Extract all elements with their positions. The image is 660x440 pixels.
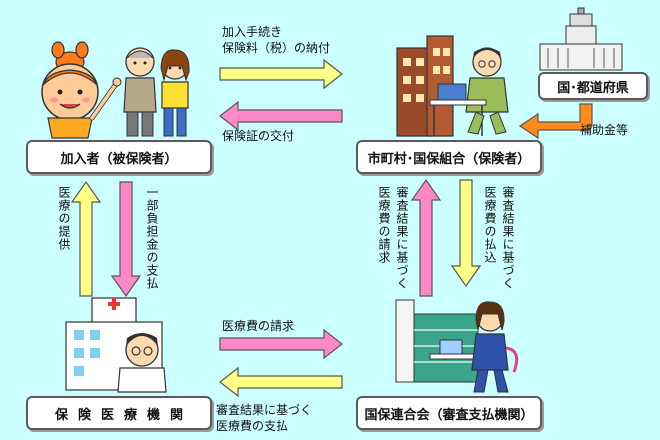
node-federation: 国保連合会（審査支払機関） (356, 396, 542, 430)
federation-illustration (395, 299, 519, 393)
arrow-copayment (110, 181, 142, 298)
arrow-payment-to-federation (450, 179, 482, 288)
arrow-subsidy (518, 103, 593, 140)
label-payment-federation-line2: 医療費の払込 (483, 186, 497, 264)
node-insurer: 市町村･国保組合（保険者） (356, 140, 542, 174)
label-premium-line2: 保険料（税）の納付 (222, 41, 331, 55)
label-claim-insurer-line2: 医療費の請求 (377, 186, 391, 264)
office-illustration (396, 35, 509, 137)
family-illustration (41, 41, 190, 139)
label-medical-care: 医療の提供 (57, 186, 71, 251)
node-government: 国･都道府県 (538, 72, 648, 100)
arrow-certificate-issue (219, 100, 343, 132)
label-certificate: 保険証の交付 (222, 129, 295, 143)
arrow-medical-care (70, 180, 102, 297)
node-medical-institution: 保険医療機関 (26, 396, 212, 430)
label-claim-medical: 医療費の請求 (222, 319, 295, 333)
arrow-claim-to-federation (219, 328, 343, 360)
node-insured: 加入者（被保険者） (26, 140, 212, 174)
label-payment-medical-line1: 審査結果に基づく (216, 403, 313, 417)
label-subsidy: 補助金等 (580, 123, 629, 137)
label-payment-federation-line1: 審査結果に基づく (501, 186, 515, 290)
arrow-claim-to-insurer (410, 178, 442, 297)
label-payment-medical-line2: 医療費の支払 (216, 419, 289, 433)
government-building-illustration (539, 7, 623, 71)
label-copayment: 一部負担金の支払 (145, 186, 159, 290)
arrow-premium-payment (219, 58, 343, 90)
hospital-illustration (65, 297, 167, 393)
label-claim-insurer-line1: 審査結果に基づく (395, 186, 409, 290)
label-premium-line1: 加入手続き (222, 25, 283, 39)
arrow-payment-to-medical (219, 366, 343, 398)
